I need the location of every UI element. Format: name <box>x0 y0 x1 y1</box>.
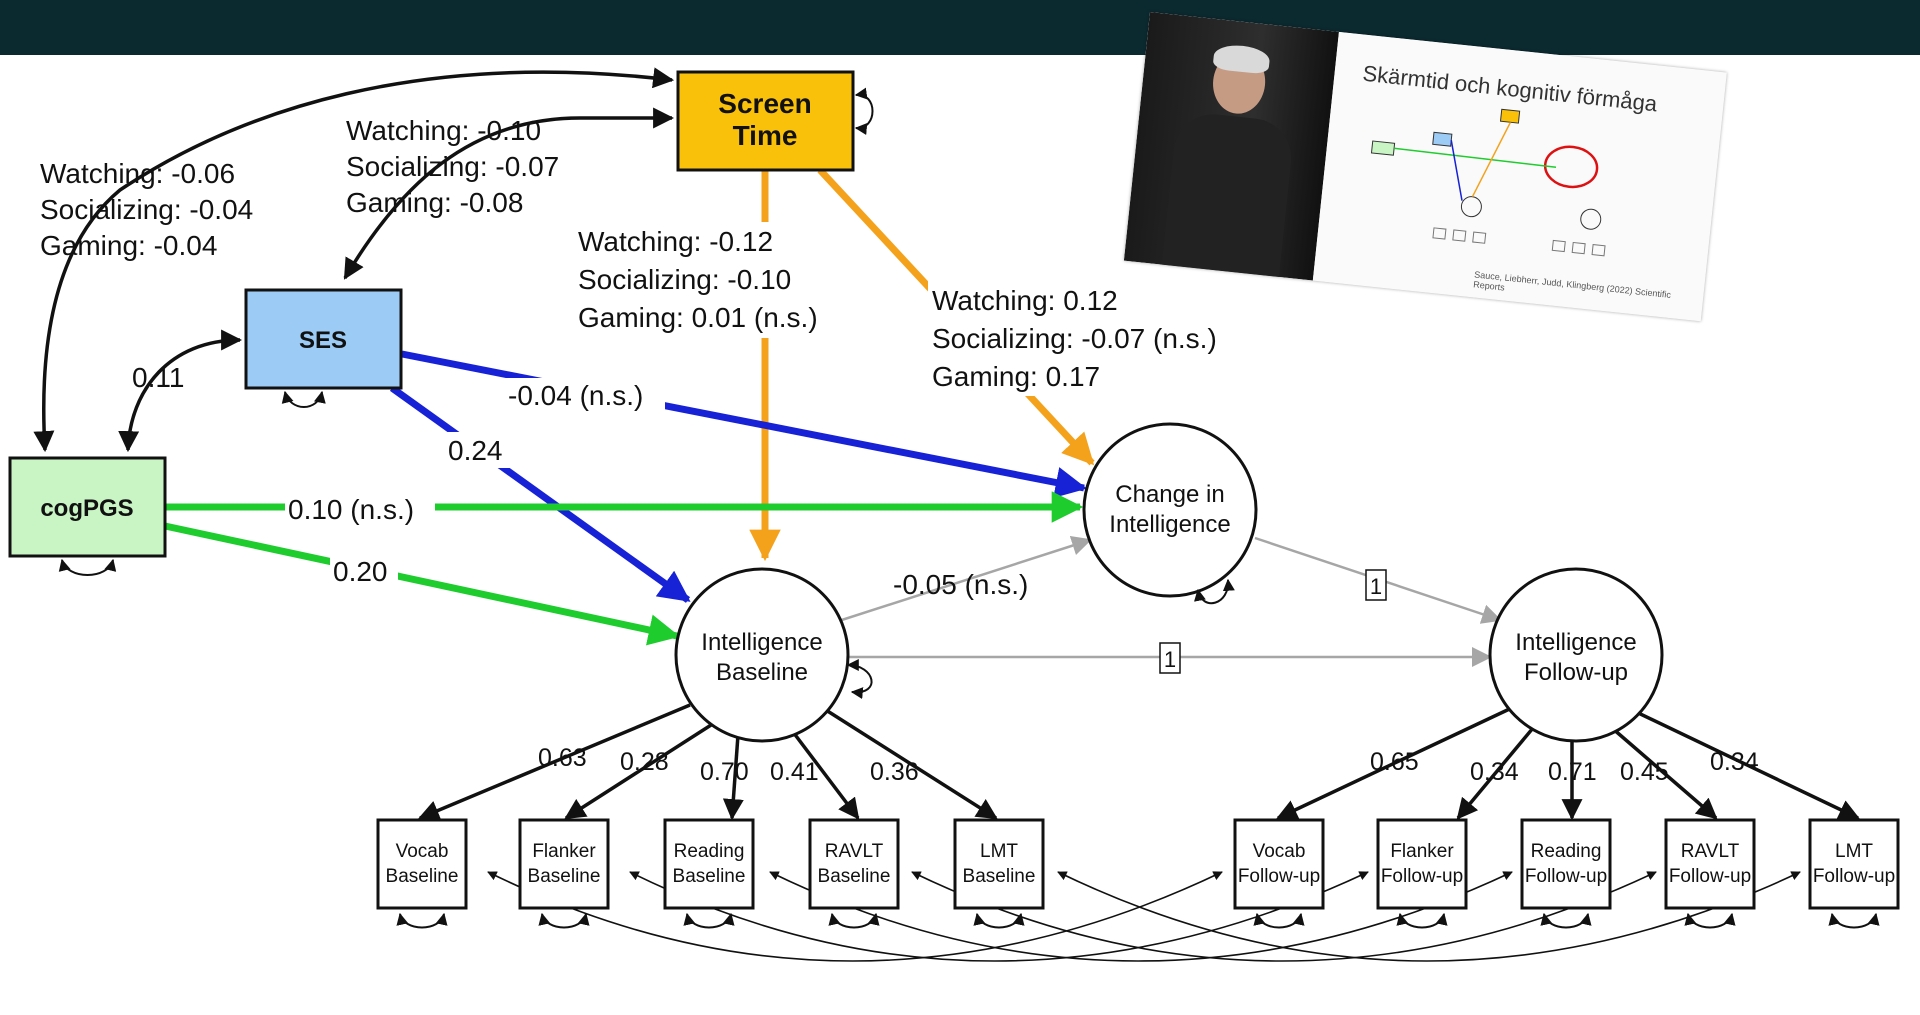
svg-text:Watching: -0.06: Watching: -0.06 <box>40 158 235 189</box>
path-screen-ses-curve <box>343 107 675 280</box>
loading-label: 0.36 <box>870 758 919 786</box>
svg-text:Socializing: -0.04: Socializing: -0.04 <box>40 194 253 225</box>
label-ses-cog: 0.11 <box>132 362 184 393</box>
followup-label-2: Follow-up <box>1524 659 1628 686</box>
label-baseline-change: -0.05 (n.s.) <box>893 569 1028 600</box>
label-cog-baseline: 0.20 <box>333 556 388 587</box>
indicator-label: Baseline <box>673 866 746 887</box>
svg-text:Watching: -0.10: Watching: -0.10 <box>346 115 541 146</box>
svg-text:1: 1 <box>1164 647 1176 672</box>
svg-text:Socializing: -0.10: Socializing: -0.10 <box>578 264 791 295</box>
loading-label: 0.34 <box>1710 748 1759 776</box>
loading-label: 0.45 <box>1620 758 1669 786</box>
indicators_baseline-indicator: RAVLT Baseline 0.41 <box>770 758 900 929</box>
svg-text:Gaming: -0.04: Gaming: -0.04 <box>40 230 217 261</box>
speaker-photo <box>1123 12 1339 282</box>
indicator-label: Baseline <box>818 866 891 887</box>
arc-vocab <box>487 871 1223 962</box>
loading-label: 0.34 <box>1470 758 1519 786</box>
ses-label: SES <box>299 327 347 354</box>
change-label-2: Intelligence <box>1109 511 1230 538</box>
node-screen-time: Screen Time <box>676 70 874 172</box>
screen-time-label-1: Screen <box>718 88 811 119</box>
loading-label: 0.70 <box>700 758 749 786</box>
node-cogpgs: cogPGS <box>8 456 167 576</box>
svg-text:Socializing: -0.07 (n.s.): Socializing: -0.07 (n.s.) <box>932 323 1217 354</box>
label-ses-baseline: 0.24 <box>448 435 503 466</box>
path-cog-baseline <box>164 522 681 646</box>
path-ses-baseline <box>389 385 691 603</box>
loading-label: 0.63 <box>538 744 587 772</box>
svg-text:Watching: 0.12: Watching: 0.12 <box>932 285 1118 316</box>
label-screen-ses: Watching: -0.10 Socializing: -0.07 Gamin… <box>346 115 559 218</box>
loading-label: 0.71 <box>1548 758 1597 786</box>
baseline-label-2: Baseline <box>716 659 808 686</box>
loading-label: 0.41 <box>770 758 819 786</box>
node-intelligence-followup: Intelligence Follow-up <box>1488 567 1664 743</box>
indicator-label: Flanker <box>1390 841 1454 862</box>
path-ses-change <box>401 350 1088 498</box>
node-ses: SES <box>244 288 403 408</box>
indicator-boxes: VocabBaseline0.63FlankerBaseline0.28Read… <box>376 744 1900 929</box>
path-ses-cog-curve <box>118 329 243 453</box>
slide-thumbnail: Skärmtid och kognitiv förmåga Sauce, Lie… <box>1312 31 1727 322</box>
svg-text:Socializing: -0.07: Socializing: -0.07 <box>346 151 559 182</box>
indicator-label: Baseline <box>963 866 1036 887</box>
svg-text:Watching: -0.12: Watching: -0.12 <box>578 226 773 257</box>
indicator-label: RAVLT <box>1681 841 1740 862</box>
indicator-label: LMT <box>980 841 1018 862</box>
indicator-label: Vocab <box>1253 841 1306 862</box>
path-screen-cog-curve <box>33 67 675 453</box>
change-label-1: Change in <box>1115 481 1224 508</box>
indicators_followup-indicator: RAVLT Follow-up 0.45 <box>1620 758 1756 929</box>
indicator-label: RAVLT <box>825 841 884 862</box>
indicator-label: Follow-up <box>1381 866 1463 887</box>
label-change-followup: 1 <box>1365 569 1387 601</box>
svg-text:Gaming: -0.08: Gaming: -0.08 <box>346 187 523 218</box>
baseline-loadings <box>418 703 998 821</box>
loading-label: 0.65 <box>1370 748 1419 776</box>
label-screen-baseline: Watching: -0.12 Socializing: -0.10 Gamin… <box>575 222 837 338</box>
indicator-label: Baseline <box>528 866 601 887</box>
top-bar <box>0 0 1920 55</box>
followup-label-1: Intelligence <box>1515 629 1636 656</box>
label-screen-cog: Watching: -0.06 Socializing: -0.04 Gamin… <box>40 158 253 261</box>
indicator-label: Flanker <box>532 841 596 862</box>
node-intelligence-baseline: Intelligence Baseline <box>674 567 873 743</box>
label-screen-change: Watching: 0.12 Socializing: -0.07 (n.s.)… <box>928 280 1258 396</box>
indicator-label: Baseline <box>386 866 459 887</box>
label-ses-change: -0.04 (n.s.) <box>508 380 643 411</box>
svg-text:Gaming: 0.17: Gaming: 0.17 <box>932 361 1100 392</box>
svg-text:1: 1 <box>1370 574 1382 599</box>
cogpgs-label: cogPGS <box>40 495 133 522</box>
label-cog-change: 0.10 (n.s.) <box>288 494 414 525</box>
label-baseline-followup: 1 <box>1159 642 1181 674</box>
indicator-label: Reading <box>1531 841 1602 862</box>
indicator-label: Follow-up <box>1238 866 1320 887</box>
screen-time-label-2: Time <box>733 120 798 151</box>
followup-loadings <box>1276 703 1860 821</box>
svg-text:Gaming: 0.01 (n.s.): Gaming: 0.01 (n.s.) <box>578 302 818 333</box>
baseline-label-1: Intelligence <box>701 629 822 656</box>
inset-photo: Skärmtid och kognitiv förmåga Sauce, Lie… <box>1123 12 1727 322</box>
loading-label: 0.28 <box>620 748 669 776</box>
indicator-label: LMT <box>1835 841 1873 862</box>
indicator-label: Follow-up <box>1525 866 1607 887</box>
indicators_followup-indicator: LMT Follow-up 0.34 <box>1710 748 1900 929</box>
indicator-label: Follow-up <box>1669 866 1751 887</box>
indicator-label: Reading <box>674 841 745 862</box>
indicator-label: Follow-up <box>1813 866 1895 887</box>
node-change-intelligence: Change in Intelligence <box>1082 422 1258 605</box>
indicator-label: Vocab <box>396 841 449 862</box>
path-baseline-change <box>818 536 1092 631</box>
indicators_baseline-indicator: LMT Baseline 0.36 <box>870 758 1045 929</box>
